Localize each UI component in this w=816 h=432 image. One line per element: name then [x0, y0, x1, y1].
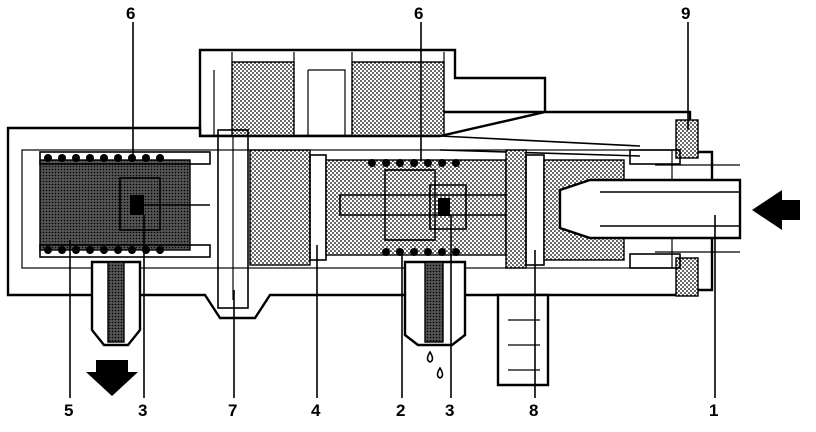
- droplet-icon: [426, 350, 434, 363]
- outlet-arrow: [86, 360, 138, 396]
- callout-8: 8: [529, 401, 538, 420]
- callout-9: 9: [681, 4, 690, 23]
- stop-pin-7: [217, 129, 249, 309]
- pushrod-1: [558, 164, 742, 253]
- callout-3-right: 3: [445, 401, 454, 420]
- reservoir-port-left: [231, 61, 295, 137]
- input-force-arrow: [752, 190, 800, 230]
- seal-9: [629, 119, 699, 297]
- left-chamber: [39, 151, 211, 396]
- callout-3-left: 3: [138, 401, 147, 420]
- spring-right-top: [368, 159, 460, 167]
- spring-left-top: [44, 154, 164, 162]
- spring-right-bottom: [382, 248, 460, 256]
- callout-5: 5: [64, 401, 73, 420]
- callout-2: 2: [396, 401, 405, 420]
- callout-4: 4: [311, 401, 321, 420]
- callout-7: 7: [228, 401, 237, 420]
- center-chamber: [249, 149, 511, 379]
- leader-lines: [69, 22, 716, 398]
- callout-6-left: 6: [126, 4, 135, 23]
- callout-1: 1: [709, 401, 718, 420]
- spring-left-bottom: [44, 246, 164, 254]
- droplet-icon-2: [436, 366, 444, 379]
- mounting-flange: [496, 293, 550, 387]
- valve-left-3: [119, 177, 210, 231]
- reservoir: [198, 48, 547, 138]
- reservoir-port-right: [351, 61, 445, 137]
- callout-6-right: 6: [414, 4, 423, 23]
- valve-right-3: [429, 184, 467, 230]
